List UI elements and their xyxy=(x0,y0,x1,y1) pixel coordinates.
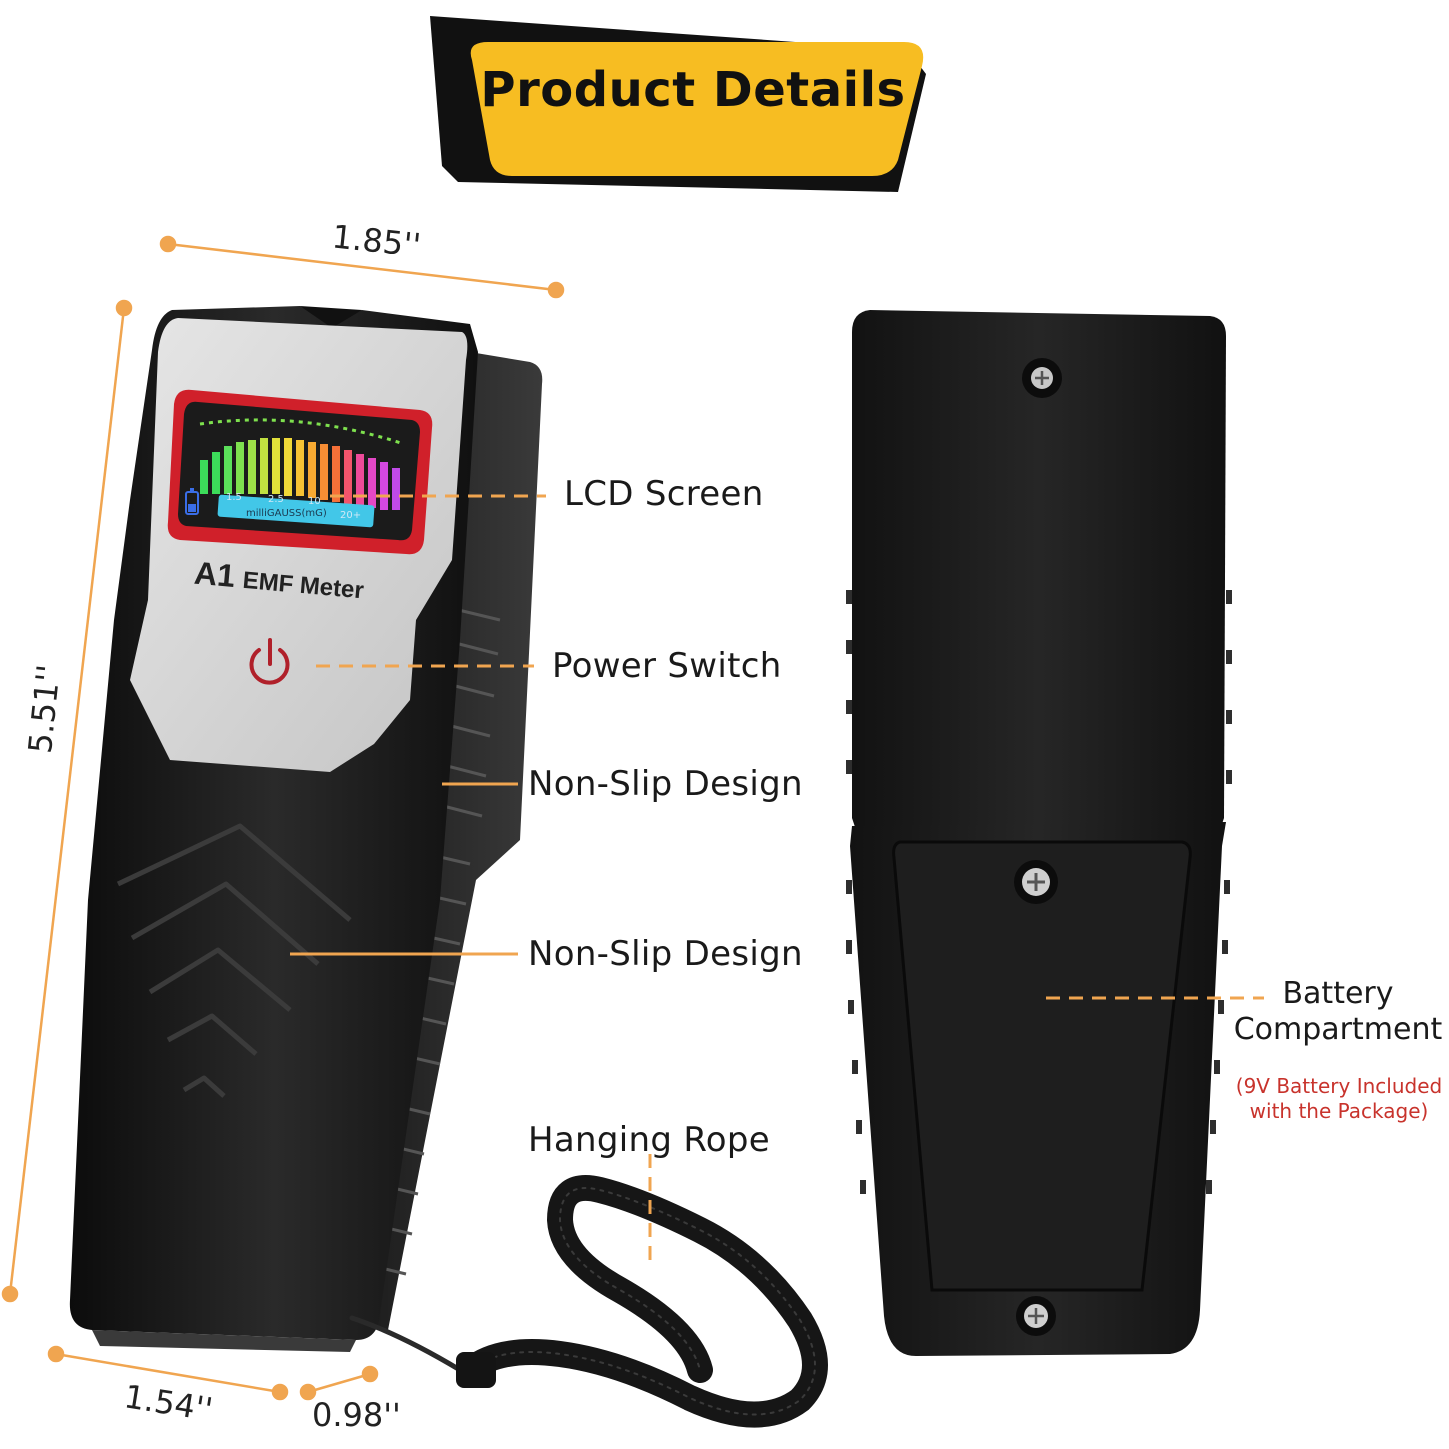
callout-power-switch: Power Switch xyxy=(552,646,782,686)
hanging-rope xyxy=(349,1175,828,1428)
screw-icon xyxy=(1016,1296,1056,1336)
emf-meter-front: 1.5 2.5 10 20+ milliGAUSS(mG) xyxy=(69,306,543,1352)
dimension-depth-label: 0.98'' xyxy=(312,1396,401,1434)
lcd-tick-3: 10 xyxy=(308,496,321,507)
battery-note: (9V Battery Included with the Package) xyxy=(1235,1074,1443,1123)
lcd-tick-1: 1.5 xyxy=(226,492,242,503)
callout-non-slip-1: Non-Slip Design xyxy=(528,764,803,804)
grip-chevrons xyxy=(116,823,352,1098)
battery-icon xyxy=(185,488,199,515)
dimension-depth-line xyxy=(299,1365,379,1401)
dimension-bottom-width-line xyxy=(47,1345,289,1401)
power-icon[interactable] xyxy=(249,638,290,685)
lcd-tick-4: 20+ xyxy=(340,510,361,521)
dimension-height-line xyxy=(1,299,133,1303)
screw-icon xyxy=(1022,358,1062,398)
lcd-unit-label: milliGAUSS(mG) xyxy=(246,508,327,519)
lcd-bar-graph xyxy=(200,438,400,510)
callout-battery-compartment: Battery Compartment xyxy=(1233,976,1443,1047)
dimension-width-line xyxy=(159,235,565,299)
callout-lcd-screen: LCD Screen xyxy=(564,474,764,514)
screw-icon xyxy=(1014,860,1058,904)
page-title: Product Details xyxy=(480,62,906,118)
emf-meter-back xyxy=(846,310,1232,1356)
device-model: A1 xyxy=(192,554,237,595)
lcd-tick-2: 2.5 xyxy=(268,494,284,505)
callout-hanging-rope: Hanging Rope xyxy=(528,1120,770,1160)
callout-non-slip-2: Non-Slip Design xyxy=(528,934,803,974)
title-banner xyxy=(430,16,926,192)
